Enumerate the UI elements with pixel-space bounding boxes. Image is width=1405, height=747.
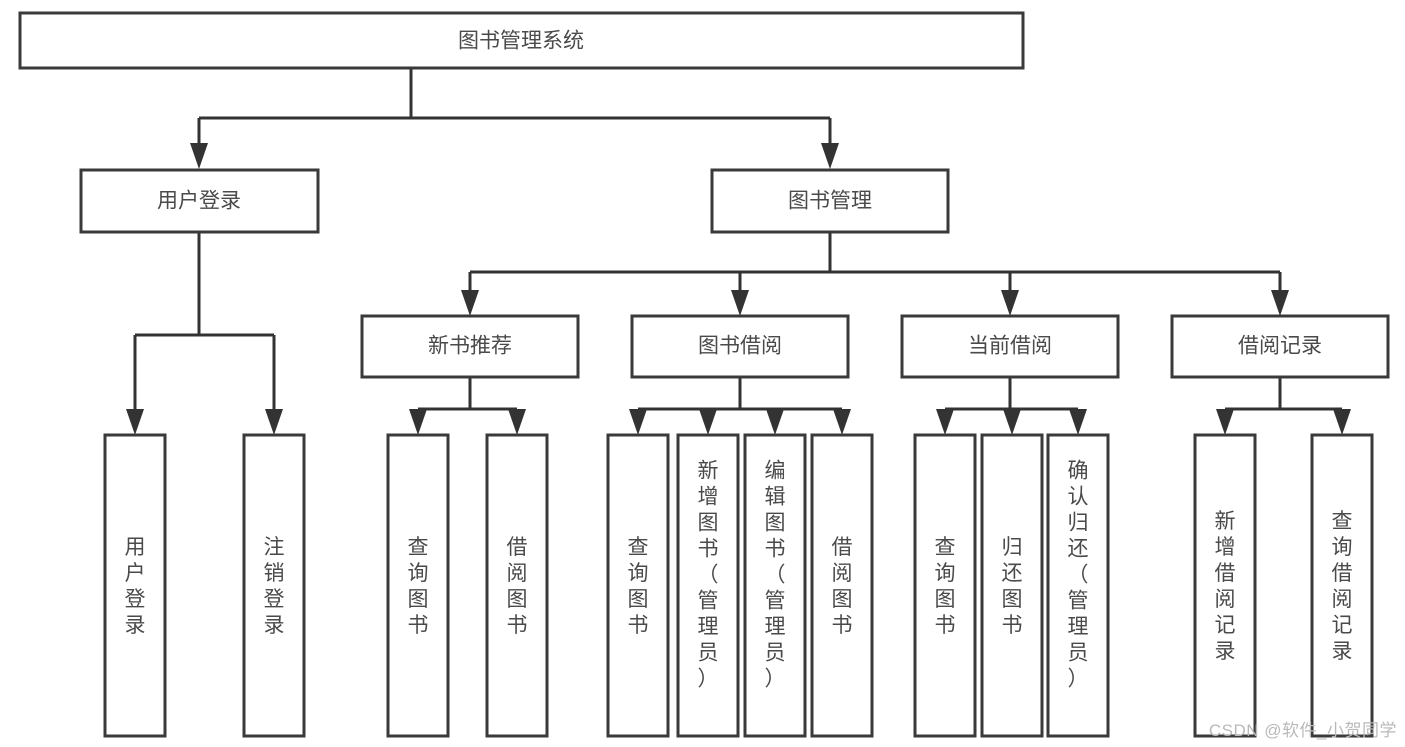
- leaf-cb-query-book-box[interactable]: [913, 433, 977, 738]
- node-user-login-box[interactable]: [79, 168, 320, 234]
- node-user-login-label: 用户登录: [157, 190, 241, 213]
- leaf-bb-borrow-book-box[interactable]: [810, 433, 874, 738]
- leaf-logout-box[interactable]: [242, 433, 306, 738]
- leaf-bb-edit-book[interactable]: 编辑图书（管理员）: [743, 433, 807, 738]
- leaf-rec-query-book-label: 查询图书: [408, 536, 429, 637]
- leaf-bb-edit-book-label: 编辑图书（管理员）: [765, 459, 786, 690]
- arrow-head-new-book-rec: [461, 290, 479, 316]
- arrow-head-leaf-rec-borrow: [508, 409, 526, 435]
- leaf-bb-edit-book-box[interactable]: [743, 433, 807, 738]
- leaf-rec-borrow-book-box[interactable]: [485, 433, 549, 738]
- leaf-user-login[interactable]: 用户登录: [103, 433, 167, 738]
- leaf-bb-add-book-label: 新增图书（管理员）: [698, 459, 719, 690]
- node-current-borrow-label: 当前借阅: [968, 335, 1052, 358]
- leaf-user-login-box[interactable]: [103, 433, 167, 738]
- node-borrow-record-box[interactable]: [1170, 314, 1390, 379]
- leaf-node-layer: 用户登录 注销登录 查询图书 借阅图书 查询图书 新增图书（管理员） 编辑图书（管理员） 借阅…: [103, 433, 1374, 738]
- leaf-bb-query-book-box[interactable]: [606, 433, 670, 738]
- node-new-book-rec-box[interactable]: [360, 314, 580, 379]
- arrow-head-book-borrow: [731, 290, 749, 316]
- arrow-head-leaf-logout: [265, 409, 283, 435]
- arrow-head-borrow-record: [1271, 290, 1289, 316]
- arrow-head-book-manage: [821, 143, 839, 169]
- node-book-borrow[interactable]: 图书借阅: [630, 314, 850, 379]
- leaf-cb-confirm-return[interactable]: 确认归还（管理员）: [1046, 433, 1110, 738]
- node-layer: 图书管理系统 用户登录 图书管理 新书推荐 图书借阅 当前借阅 借阅记录: [18, 11, 1390, 379]
- leaf-user-login-label: 用户登录: [125, 536, 146, 637]
- leaf-cb-query-book[interactable]: 查询图书: [913, 433, 977, 738]
- arrow-head-leaf-cb-confirm: [1069, 409, 1087, 435]
- arrow-head-leaf-bb-edit: [766, 409, 784, 435]
- arrow-head-leaf-rec-query: [409, 409, 427, 435]
- leaf-bb-query-book-label: 查询图书: [628, 536, 649, 637]
- leaf-br-query-record-box[interactable]: [1310, 433, 1374, 738]
- leaf-br-add-record[interactable]: 新增借阅记录: [1193, 433, 1257, 738]
- leaf-bb-add-book-box[interactable]: [676, 433, 740, 738]
- leaf-cb-return-book-box[interactable]: [980, 433, 1044, 738]
- leaf-cb-confirm-return-box[interactable]: [1046, 433, 1110, 738]
- leaf-bb-add-book[interactable]: 新增图书（管理员）: [676, 433, 740, 738]
- node-new-book-rec[interactable]: 新书推荐: [360, 314, 580, 379]
- leaf-rec-query-book-box[interactable]: [386, 433, 450, 738]
- node-root-box[interactable]: [18, 11, 1025, 70]
- connector-layer: [126, 68, 1351, 435]
- arrow-head-leaf-bb-add: [699, 409, 717, 435]
- node-book-manage-label: 图书管理: [788, 190, 872, 213]
- node-current-borrow-box[interactable]: [900, 314, 1120, 379]
- node-book-borrow-box[interactable]: [630, 314, 850, 379]
- node-borrow-record-label: 借阅记录: [1238, 335, 1322, 358]
- leaf-cb-confirm-return-label: 确认归还（管理员）: [1068, 459, 1089, 690]
- node-book-manage[interactable]: 图书管理: [710, 168, 950, 234]
- leaf-logout[interactable]: 注销登录: [242, 433, 306, 738]
- arrow-head-user-login: [190, 143, 208, 169]
- leaf-br-query-record[interactable]: 查询借阅记录: [1310, 433, 1374, 738]
- node-user-login[interactable]: 用户登录: [79, 168, 320, 234]
- node-root[interactable]: 图书管理系统: [18, 11, 1025, 70]
- leaf-br-query-record-label: 查询借阅记录: [1332, 510, 1353, 663]
- leaf-rec-borrow-book-label: 借阅图书: [507, 536, 528, 637]
- leaf-bb-query-book[interactable]: 查询图书: [606, 433, 670, 738]
- leaf-cb-query-book-label: 查询图书: [935, 536, 956, 637]
- node-borrow-record[interactable]: 借阅记录: [1170, 314, 1390, 379]
- arrow-head-leaf-bb-borrow: [833, 409, 851, 435]
- arrow-head-leaf-user-login: [126, 409, 144, 435]
- node-book-manage-box[interactable]: [710, 168, 950, 234]
- leaf-rec-borrow-book[interactable]: 借阅图书: [485, 433, 549, 738]
- leaf-cb-return-book[interactable]: 归还图书: [980, 433, 1044, 738]
- leaf-cb-return-book-label: 归还图书: [1002, 536, 1023, 637]
- node-current-borrow[interactable]: 当前借阅: [900, 314, 1120, 379]
- arrow-head-current-borrow: [1001, 290, 1019, 316]
- leaf-bb-borrow-book-label: 借阅图书: [832, 536, 853, 637]
- node-new-book-rec-label: 新书推荐: [428, 335, 512, 358]
- arrow-head-leaf-cb-return: [1003, 409, 1021, 435]
- arrow-head-leaf-bb-query: [629, 409, 647, 435]
- leaf-bb-borrow-book[interactable]: 借阅图书: [810, 433, 874, 738]
- arrow-head-leaf-br-add: [1216, 409, 1234, 435]
- leaf-rec-query-book[interactable]: 查询图书: [386, 433, 450, 738]
- leaf-br-add-record-box[interactable]: [1193, 433, 1257, 738]
- arrow-head-leaf-cb-query: [936, 409, 954, 435]
- leaf-br-add-record-label: 新增借阅记录: [1215, 510, 1236, 663]
- leaf-logout-label: 注销登录: [264, 536, 285, 637]
- arrow-head-leaf-br-query: [1333, 409, 1351, 435]
- node-book-borrow-label: 图书借阅: [698, 335, 782, 358]
- node-root-label: 图书管理系统: [458, 30, 584, 53]
